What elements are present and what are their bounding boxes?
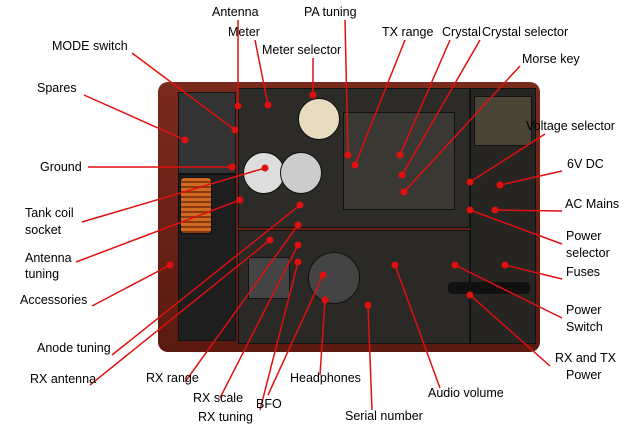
leader-rx-tuning xyxy=(259,261,299,411)
leader-serial-number xyxy=(367,304,373,411)
label-meter: Meter xyxy=(228,25,260,39)
leader-antenna-tuning xyxy=(75,199,241,263)
leader-power-switch xyxy=(454,264,563,319)
leader-anode-tuning xyxy=(111,204,301,356)
label-pa-tuning: PA tuning xyxy=(304,5,357,19)
label-antenna: Antenna xyxy=(212,5,259,19)
label-rx-antenna: RX antenna xyxy=(30,372,97,386)
leader-accessories xyxy=(91,264,171,307)
leader-6v-dc xyxy=(499,170,563,186)
leader-power-selector xyxy=(469,209,563,245)
leader-fuses xyxy=(504,264,563,280)
leader-meter xyxy=(254,39,269,106)
label-tank-coil-socket-2: socket xyxy=(25,223,62,237)
label-morse-key: Morse key xyxy=(522,52,580,66)
label-power-switch-1: Power xyxy=(566,303,602,317)
label-bfo: BFO xyxy=(256,397,282,411)
leader-rx-antenna xyxy=(89,239,271,386)
tank-coil xyxy=(180,177,212,234)
label-serial-number: Serial number xyxy=(345,409,423,423)
label-fuses: Fuses xyxy=(566,265,601,279)
leader-tx-range xyxy=(354,39,406,166)
label-ground: Ground xyxy=(40,160,82,174)
label-voltage-selector: Voltage selector xyxy=(526,119,615,133)
label-power-switch-2: Switch xyxy=(566,320,603,334)
leader-ac-mains xyxy=(494,209,563,212)
label-ac-mains: AC Mains xyxy=(565,197,620,211)
label-rx-scale: RX scale xyxy=(193,391,244,405)
meter-dial xyxy=(298,98,340,140)
rx-scale-window xyxy=(248,257,290,299)
leader-pa-tuning xyxy=(344,19,349,156)
leader-rx-range xyxy=(184,224,299,383)
label-power-selector-2: selector xyxy=(566,246,610,260)
label-accessories: Accessories xyxy=(20,293,88,307)
label-crystal-selector: Crystal selector xyxy=(482,25,569,39)
leader-voltage-selector xyxy=(469,133,546,183)
leader-crystal xyxy=(399,39,451,156)
label-rx-range: RX range xyxy=(146,371,199,385)
label-mode-switch: MODE switch xyxy=(52,39,128,53)
label-crystal: Crystal xyxy=(442,25,481,39)
leader-end-dots xyxy=(166,91,509,309)
leader-crystal-selector xyxy=(401,39,481,176)
leader-spares xyxy=(83,94,186,141)
leader-rx-scale xyxy=(219,244,299,399)
label-6v-dc: 6V DC xyxy=(567,157,604,171)
leader-headphones xyxy=(319,299,326,376)
leader-rx-tx-power xyxy=(469,294,551,367)
label-rx-tx-power-2: Power xyxy=(566,368,602,382)
label-antenna-tuning-1: Antenna xyxy=(25,251,72,265)
leader-mode-switch xyxy=(131,52,236,131)
label-antenna-tuning-2: tuning xyxy=(25,267,60,281)
label-anode-tuning: Anode tuning xyxy=(37,341,111,355)
label-spares: Spares xyxy=(37,81,77,95)
label-tank-coil-socket-1: Tank coil xyxy=(25,206,74,220)
label-headphones: Headphones xyxy=(290,371,361,385)
spares-compartment xyxy=(178,92,236,174)
label-tx-range: TX range xyxy=(382,25,434,39)
tx-control-plate xyxy=(343,112,455,210)
label-rx-tx-power-1: RX and TX xyxy=(555,351,616,365)
anode-tuning-dial xyxy=(280,152,322,194)
label-audio-volume: Audio volume xyxy=(428,386,504,400)
radio-case xyxy=(158,82,540,352)
instruction-plate xyxy=(474,96,532,146)
label-power-selector-1: Power xyxy=(566,229,602,243)
label-rx-tuning: RX tuning xyxy=(198,410,253,424)
label-meter-selector: Meter selector xyxy=(262,43,342,57)
leader-morse-key xyxy=(403,65,521,193)
leader-bfo xyxy=(267,274,324,396)
leader-tank-coil-socket xyxy=(81,167,266,223)
leader-audio-volume xyxy=(394,264,441,389)
bfo-knob xyxy=(308,252,360,304)
